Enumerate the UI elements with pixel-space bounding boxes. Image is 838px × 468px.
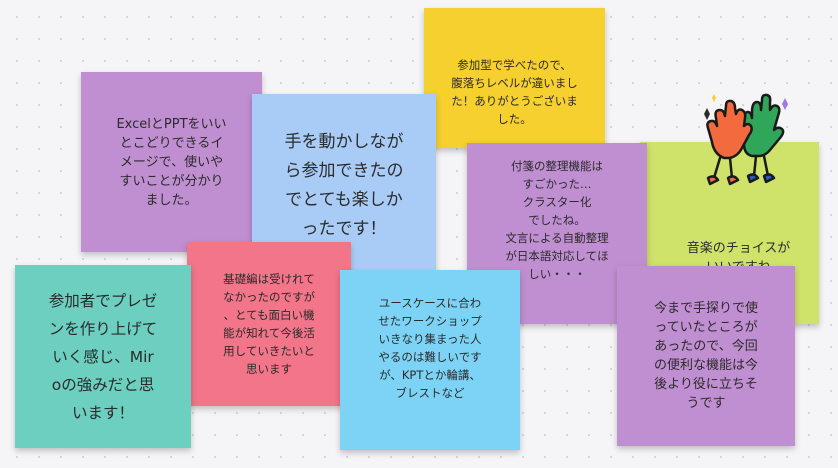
high-five-hands-icon[interactable] bbox=[694, 92, 798, 190]
sticky-note-teal-miro-strength[interactable]: 参加者でプレゼ ンを作り上げて いく感じ、Mir oの強みだと思 います！ bbox=[15, 265, 191, 448]
sticky-note-text: ユースケースに合わ せたワークショップ いきなり集まった人 やるのは難しいです … bbox=[378, 296, 482, 400]
sticky-note-text: 参加型で学べたので、 腹落ちレベルが違いまし た！ありがとうございま した。 bbox=[451, 58, 578, 126]
sticky-note-text: 手を動かしなが ら参加できたの でとても楽しか ったです！ bbox=[284, 131, 404, 239]
sticky-note-text: 参加者でプレゼ ンを作り上げて いく感じ、Mir oの強みだと思 います！ bbox=[48, 291, 158, 422]
sticky-note-purple-useful-features[interactable]: 今まで手探りで使 っていたところが あったので、今回 の便利な機能は今 後より役… bbox=[617, 266, 795, 446]
sticky-note-blue-usecase[interactable]: ユースケースに合わ せたワークショップ いきなり集まった人 やるのは難しいです … bbox=[340, 270, 520, 450]
sticky-note-pink-basics[interactable]: 基礎編は受けれて なかったのですが 、とても面白い機 能が知れて今後活 用してい… bbox=[187, 242, 351, 406]
sticky-note-text: 今まで手探りで使 っていたところが あったので、今回 の便利な機能は今 後より役… bbox=[653, 301, 758, 411]
sticky-note-yellow-participation[interactable]: 参加型で学べたので、 腹落ちレベルが違いまし た！ありがとうございま した。 bbox=[424, 8, 605, 148]
sticky-note-text: 基礎編は受けれて なかったのですが 、とても面白い機 能が知れて今後活 用してい… bbox=[223, 272, 315, 376]
sticky-note-text: 付箋の整理機能は すごかった… クラスター化 でしたね。 文言による自動整理 が… bbox=[505, 159, 609, 281]
sticky-note-text: ExcelとPPTをいい とこどりできるイ メージで、使いや すいことが分かり … bbox=[116, 116, 227, 208]
sticky-note-purple-excel-ppt[interactable]: ExcelとPPTをいい とこどりできるイ メージで、使いや すいことが分かり … bbox=[81, 72, 262, 252]
